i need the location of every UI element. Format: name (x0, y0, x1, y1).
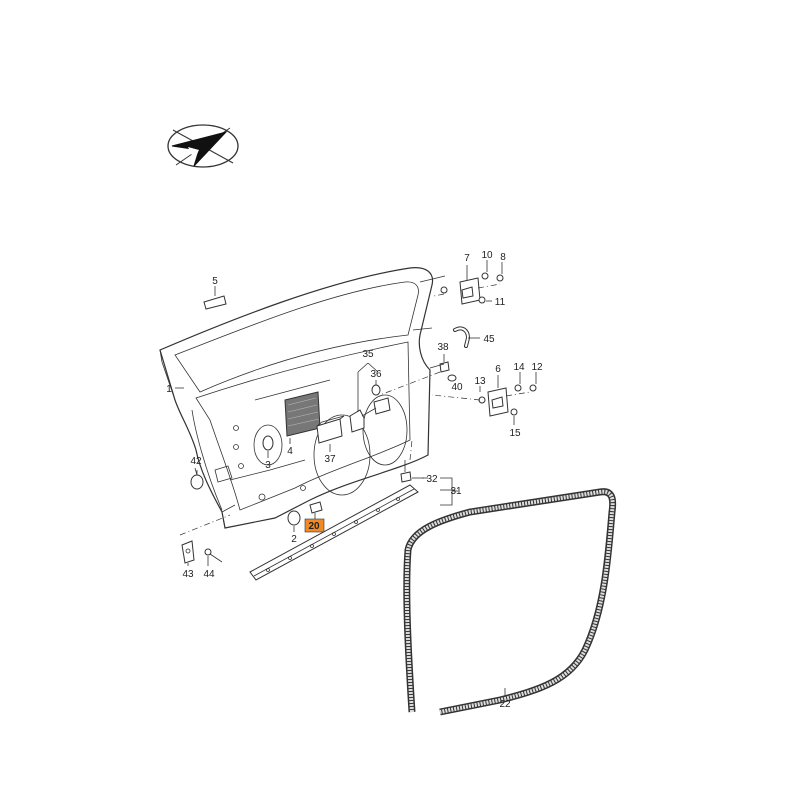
part-labels: 1 2 3 4 5 6 7 8 10 11 12 13 14 15 20 22 … (166, 250, 543, 710)
label-part-1: 1 (166, 384, 172, 395)
label-part-13: 13 (474, 376, 486, 387)
label-part-12: 12 (531, 362, 543, 373)
part-35-latch (349, 362, 391, 433)
part-20-clip (309, 501, 323, 519)
part-22-door-seal (403, 488, 617, 716)
part-36-ring (371, 380, 381, 396)
label-part-36: 36 (370, 369, 382, 380)
label-part-31: 31 (450, 486, 462, 497)
part-20-highlight (304, 518, 325, 533)
part-5-badge (203, 286, 227, 310)
upper-hinge-assembly (433, 260, 504, 305)
label-part-14: 14 (513, 362, 525, 373)
label-part-37: 37 (324, 454, 336, 465)
label-part-40: 40 (451, 382, 463, 393)
part-44-screw (204, 548, 223, 566)
part-37-lock-module (316, 415, 345, 452)
label-part-42: 42 (190, 456, 202, 467)
label-part-32: 32 (426, 474, 438, 485)
label-part-3: 3 (265, 460, 271, 471)
part-2-plug (287, 510, 301, 532)
lower-hinge-assembly (431, 372, 537, 425)
part-42-grommet (190, 470, 204, 490)
label-part-5: 5 (212, 276, 218, 287)
label-part-11: 11 (495, 297, 506, 308)
part-40-washer (447, 374, 457, 382)
label-part-15: 15 (509, 428, 521, 439)
part-43-bracket (181, 540, 195, 566)
part-38-bolt (379, 354, 450, 396)
label-part-20: 20 (308, 521, 320, 532)
part-45-cable (453, 326, 480, 348)
label-part-38: 38 (437, 342, 449, 353)
label-part-6: 6 (495, 364, 501, 375)
label-part-43: 43 (182, 569, 194, 580)
part-3-grommet (262, 435, 274, 458)
part-32-clip (400, 460, 424, 483)
part-4-pad (284, 391, 321, 444)
direction-arrow-icon (167, 124, 239, 168)
label-part-22: 22 (499, 699, 511, 710)
label-part-7: 7 (464, 253, 470, 264)
part-31-trim-strip (249, 477, 458, 581)
label-part-44: 44 (203, 569, 215, 580)
label-part-8: 8 (500, 252, 506, 263)
label-part-4: 4 (287, 446, 293, 457)
tailgate-panel (159, 267, 446, 529)
leader-lines (175, 363, 455, 536)
label-part-2: 2 (291, 534, 297, 545)
label-part-35: 35 (362, 349, 374, 360)
label-part-10: 10 (481, 250, 493, 261)
label-part-45: 45 (483, 334, 495, 345)
